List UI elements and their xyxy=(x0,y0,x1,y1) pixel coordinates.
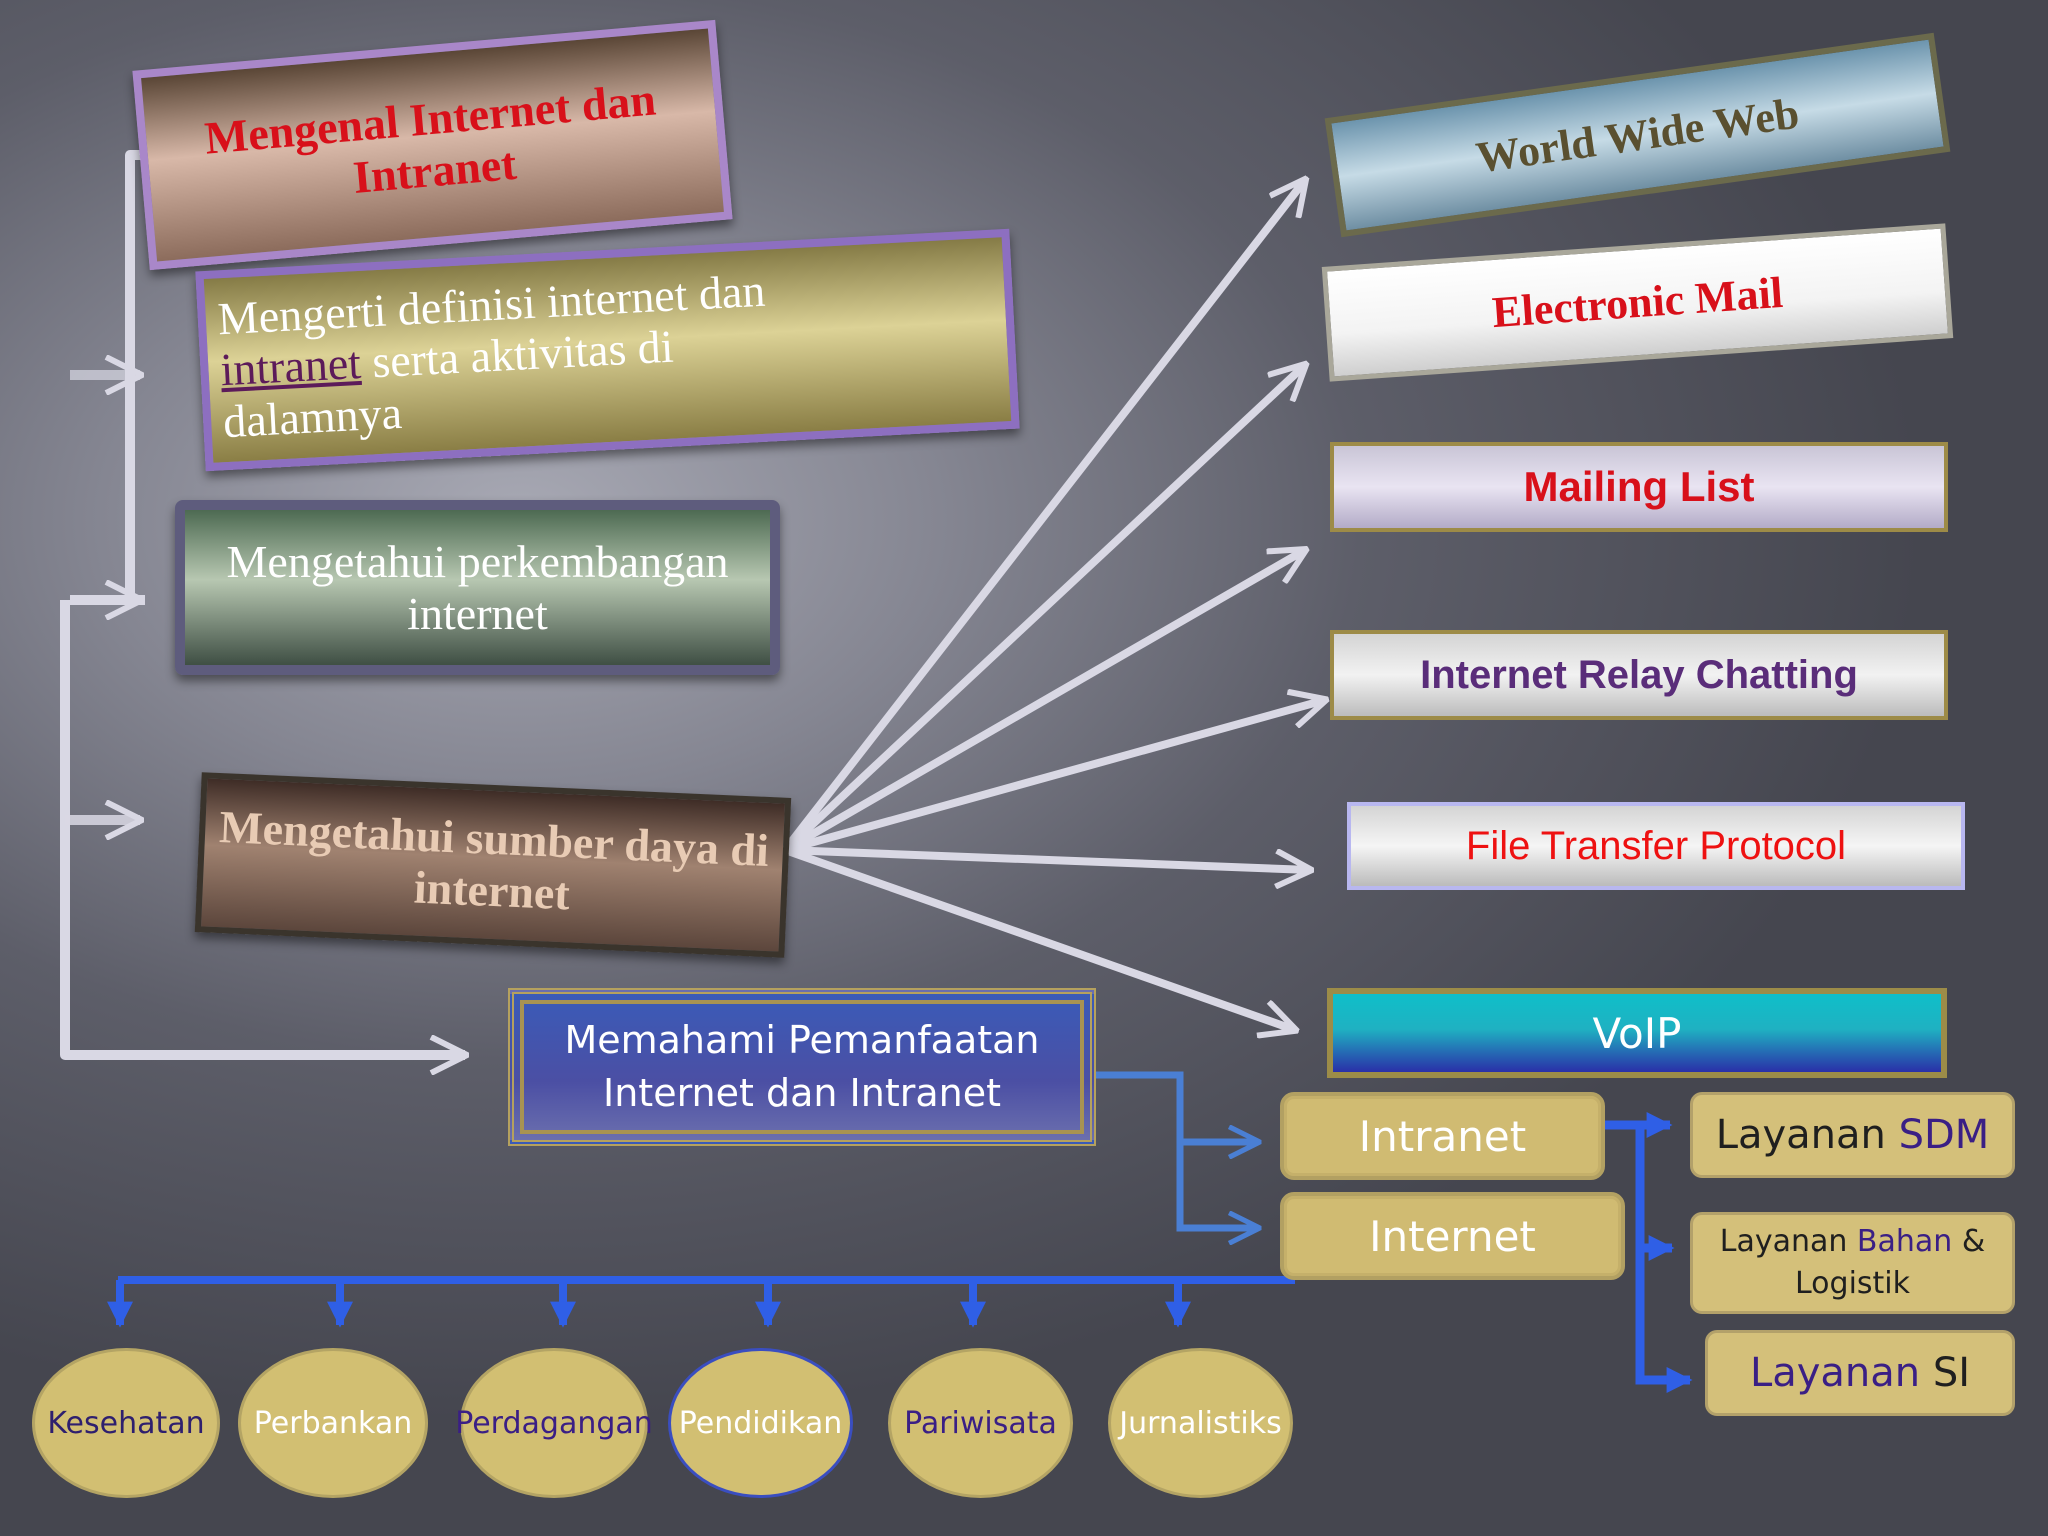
main-utilization-box: Memahami Pemanfaatan Internet dan Intran… xyxy=(508,988,1096,1146)
service-mailing-list: Mailing List xyxy=(1330,442,1948,532)
sector-perbankan: Perbankan xyxy=(238,1348,428,1498)
sector-label: Perbankan xyxy=(253,1405,413,1441)
sector-label: Kesehatan xyxy=(47,1405,205,1441)
service-label: World Wide Web xyxy=(1473,88,1802,182)
layanan-highlight: SI xyxy=(1932,1350,1971,1396)
intranet-box: Intranet xyxy=(1280,1092,1605,1180)
definition-plaque: Mengerti definisi internet dan intranet … xyxy=(195,228,1020,472)
sector-pariwisata: Pariwisata xyxy=(888,1348,1073,1498)
intranet-link[interactable]: intranet xyxy=(219,337,363,396)
layanan-bahan-box: Layanan Bahan & Logistik xyxy=(1690,1212,2015,1314)
sector-label: Perdagangan xyxy=(455,1405,653,1441)
service-label: File Transfer Protocol xyxy=(1465,823,1847,868)
sector-kesehatan: Kesehatan xyxy=(32,1348,220,1498)
resources-text: Mengetahui sumber daya di internet xyxy=(218,801,770,920)
main-utilization-text: Memahami Pemanfaatan Internet dan Intran… xyxy=(564,1017,1040,1115)
layanan-prefix: Layanan xyxy=(1715,1112,1899,1158)
layanan-highlight: Bahan xyxy=(1856,1224,1953,1259)
service-file-transfer-protocol: File Transfer Protocol xyxy=(1347,802,1965,890)
sector-label: Jurnalistiks xyxy=(1119,1405,1282,1441)
layanan-si-box: Layanan SI xyxy=(1705,1330,2015,1416)
internet-box: Internet xyxy=(1280,1192,1625,1280)
service-internet-relay-chatting: Internet Relay Chatting xyxy=(1330,630,1948,720)
service-label: Internet Relay Chatting xyxy=(1420,652,1858,697)
layanan-prefix: Layanan xyxy=(1749,1350,1933,1396)
sector-label: Pariwisata xyxy=(904,1405,1057,1441)
service-fan-arrows xyxy=(781,180,1325,1030)
layanan-prefix: Layanan xyxy=(1719,1224,1857,1259)
service-label: Electronic Mail xyxy=(1490,267,1785,338)
resources-plaque: Mengetahui sumber daya di internet xyxy=(194,772,792,958)
intranet-label: Intranet xyxy=(1358,1111,1527,1161)
development-text: Mengetahui perkembangan internet xyxy=(226,535,729,639)
layanan-highlight: SDM xyxy=(1898,1112,1990,1158)
topic-title-text: Mengenal Internet dan Intranet xyxy=(202,73,658,203)
sector-pendidikan: Pendidikan xyxy=(668,1348,853,1498)
layanan-si-text: Layanan SI xyxy=(1750,1350,1970,1396)
sector-perdagangan: Perdagangan xyxy=(455,1348,653,1498)
internet-label: Internet xyxy=(1369,1211,1536,1261)
definition-line3: dalamnya xyxy=(221,386,404,447)
left-bracket-connectors xyxy=(60,150,465,1055)
layanan-bahan-text: Layanan Bahan & Logistik xyxy=(1693,1221,2012,1305)
sector-label: Pendidikan xyxy=(678,1405,843,1441)
service-label: VoIP xyxy=(1592,1008,1682,1058)
main-branch-arrows xyxy=(1096,1071,1258,1228)
layanan-arrows xyxy=(1605,1112,1693,1393)
service-label: Mailing List xyxy=(1523,463,1755,510)
service-voip: VoIP xyxy=(1327,988,1947,1078)
definition-text: Mengerti definisi internet dan intranet … xyxy=(216,264,771,447)
sector-arrows xyxy=(107,1276,1295,1328)
layanan-sdm-box: Layanan SDM xyxy=(1690,1092,2015,1178)
layanan-sdm-text: Layanan SDM xyxy=(1716,1112,1990,1158)
layanan-suffix: & Logistik xyxy=(1794,1224,1986,1301)
development-plaque: Mengetahui perkembangan internet xyxy=(175,500,780,675)
sector-jurnalistiks: Jurnalistiks xyxy=(1108,1348,1293,1498)
